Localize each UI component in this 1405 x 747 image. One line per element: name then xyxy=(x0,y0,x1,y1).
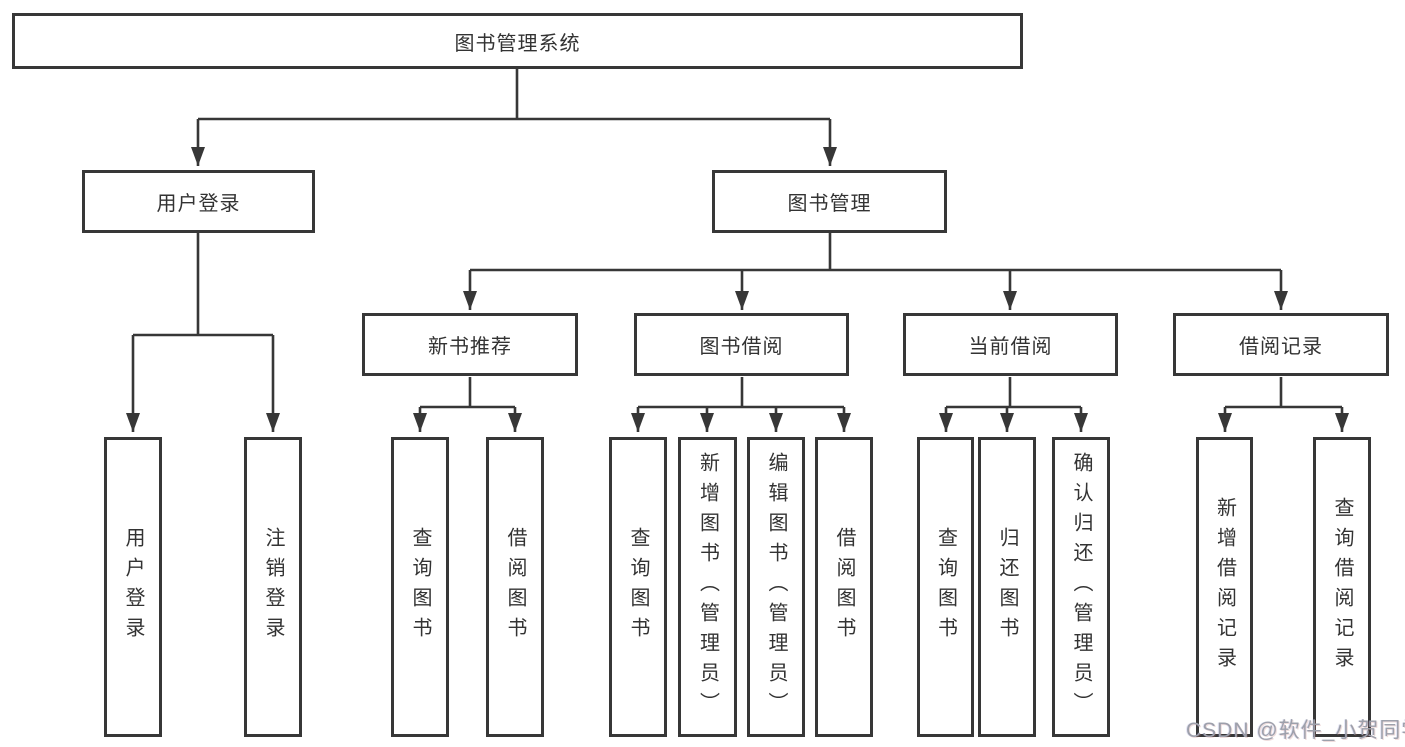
connector-book-management-children xyxy=(463,233,1288,310)
node-book-borrow: 图书借阅 xyxy=(634,313,849,376)
csdn-watermark: CSDN @软件_小贺同学 xyxy=(1186,719,1405,742)
leaf-edit-books-admin: 编辑图书（管理员） xyxy=(747,437,805,737)
leaf-user-login: 用户登录 xyxy=(104,437,162,737)
node-label: 注销登录 xyxy=(262,527,284,647)
node-label: 归还图书 xyxy=(996,527,1018,647)
connector-borrow-record-children xyxy=(1218,377,1349,432)
leaf-query-books-current: 查询图书 xyxy=(917,437,974,737)
leaf-return-books: 归还图书 xyxy=(978,437,1036,737)
connector-root-to-level2 xyxy=(191,69,837,166)
connector-new-book-recommend-children xyxy=(413,377,522,432)
leaf-query-borrow-record: 查询借阅记录 xyxy=(1313,437,1371,737)
node-borrow-record: 借阅记录 xyxy=(1173,313,1389,376)
node-label: 借阅记录 xyxy=(1239,336,1323,358)
leaf-query-books-borrow: 查询图书 xyxy=(609,437,667,737)
leaf-query-books-recommend: 查询图书 xyxy=(391,437,449,737)
node-label: 图书借阅 xyxy=(699,336,784,358)
node-user-login: 用户登录 xyxy=(82,170,315,233)
leaf-add-borrow-record: 新增借阅记录 xyxy=(1196,437,1253,737)
connector-book-borrow-children xyxy=(631,377,851,432)
node-label: 确认归还（管理员） xyxy=(1070,452,1092,722)
node-label: 借阅图书 xyxy=(833,527,855,647)
leaf-confirm-return-admin: 确认归还（管理员） xyxy=(1052,437,1110,737)
connector-current-borrow-children xyxy=(939,377,1088,432)
node-label: 借阅图书 xyxy=(504,527,526,647)
node-label: 新增借阅记录 xyxy=(1213,497,1236,677)
leaf-logout: 注销登录 xyxy=(244,437,302,737)
node-label: 编辑图书（管理员） xyxy=(765,452,787,722)
node-label: 查询图书 xyxy=(627,527,649,647)
node-label: 当前借阅 xyxy=(968,336,1053,358)
node-label: 查询借阅记录 xyxy=(1331,497,1353,677)
node-root-system: 图书管理系统 xyxy=(12,13,1023,69)
leaf-add-books-admin: 新增图书（管理员） xyxy=(678,437,737,737)
node-book-management: 图书管理 xyxy=(712,170,947,233)
node-label: 图书管理系统 xyxy=(454,32,581,55)
leaf-borrow-books: 借阅图书 xyxy=(815,437,873,737)
node-label: 新书推荐 xyxy=(428,336,512,358)
node-current-borrow: 当前借阅 xyxy=(903,313,1118,376)
node-label: 用户登录 xyxy=(156,193,241,215)
node-new-book-recommend: 新书推荐 xyxy=(362,313,578,376)
node-label: 用户登录 xyxy=(122,527,144,647)
node-label: 新增图书（管理员） xyxy=(696,452,719,722)
leaf-borrow-books-recommend: 借阅图书 xyxy=(486,437,544,737)
node-label: 查询图书 xyxy=(934,527,957,647)
node-label: 查询图书 xyxy=(409,527,431,647)
node-label: 图书管理 xyxy=(787,193,872,215)
connector-user-login-children xyxy=(126,233,280,432)
